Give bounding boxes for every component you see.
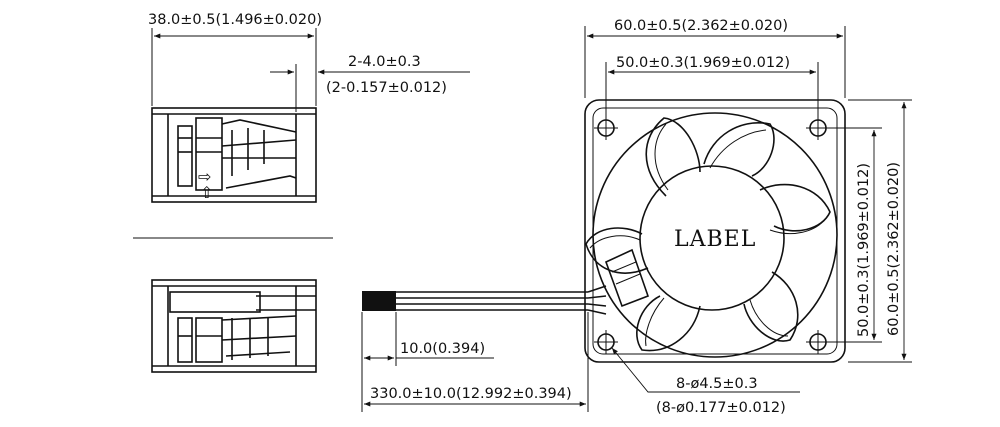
impeller-blades (585, 117, 831, 352)
rotation-arrow-icon: ⇧ (200, 183, 213, 202)
depth-dimension-text: 38.0±0.5(1.496±0.020) (148, 12, 322, 28)
height-holes-text: 50.0±0.3(1.969±0.012) (856, 163, 872, 337)
side-lower-half (151, 279, 317, 373)
side-upper-half: ⇨ ⇧ (151, 107, 317, 203)
strip-length-text: 10.0(0.394) (400, 341, 485, 357)
airflow-arrow-icon: ⇨ (198, 167, 211, 186)
side-lower-frame (151, 279, 317, 373)
front-frame (584, 99, 846, 363)
hole-callout-inch-text: (8-ø0.177±0.012) (656, 400, 786, 416)
width-outer-text: 60.0±0.5(2.362±0.020) (614, 18, 788, 34)
lead-length-text: 330.0±10.0(12.992±0.394) (370, 386, 572, 402)
side-upper-frame (151, 107, 317, 203)
hole-callout-text: 8-ø4.5±0.3 (676, 376, 758, 392)
wire-exit-bracket (604, 248, 650, 308)
hub-label-text: LABEL (674, 227, 756, 252)
flange-dimension-text: 2-4.0±0.3 (348, 54, 421, 70)
hole-callout-leader (611, 347, 800, 393)
side-view: ⇨ ⇧ 38.0±0.5(1.496±0.020) (133, 12, 470, 373)
front-view: LABEL 60.0±0.5(2.362±0.020) 50.0±0.3(1.9… (584, 18, 912, 416)
flange-dimension-inch-text: (2-0.157±0.012) (326, 80, 447, 96)
mounting-holes (594, 116, 830, 354)
lead-wires: 10.0(0.394) 330.0±10.0(12.992±0.394) (361, 285, 607, 412)
wire-strip-ends (362, 291, 396, 311)
hub-circle (639, 165, 785, 311)
width-holes-text: 50.0±0.3(1.969±0.012) (616, 55, 790, 71)
height-outer-text: 60.0±0.5(2.362±0.020) (886, 162, 902, 336)
